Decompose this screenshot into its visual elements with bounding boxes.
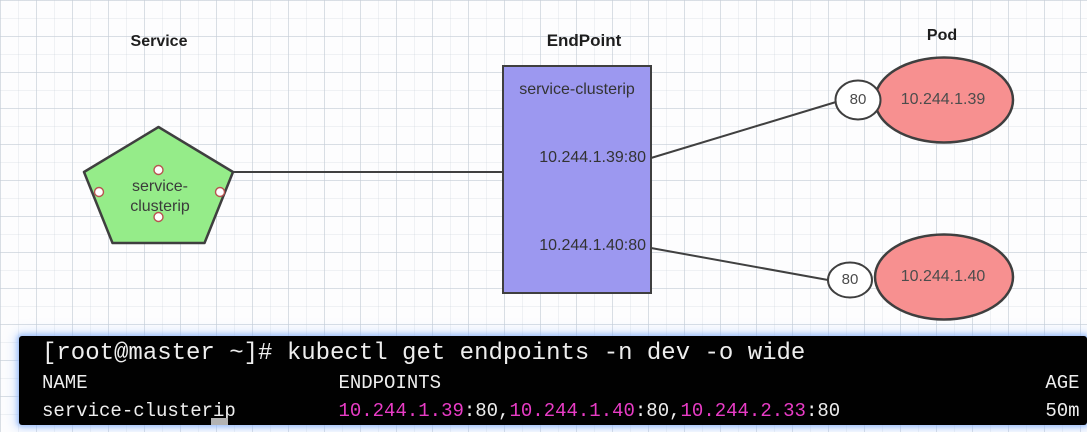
connector-endpoint-to-pod1[interactable]	[650, 101, 837, 159]
pod2-ellipse[interactable]	[873, 233, 1015, 321]
endpoint-row: 10.244.1.40:80	[539, 237, 646, 254]
service-section-title: Service	[130, 33, 188, 50]
endpoint-section-title: EndPoint	[546, 31, 622, 50]
pod1-port-label: 80	[849, 91, 867, 108]
connection-point	[153, 164, 164, 176]
endpoint-rect[interactable]	[502, 65, 652, 294]
connection-point	[214, 186, 226, 198]
terminal-window[interactable]: [root@master ~]# kubectl get endpoints -…	[19, 336, 1087, 425]
terminal-line: service-clusterip 10.244.1.39:80,10.244.…	[42, 400, 1080, 422]
connection-point	[153, 211, 164, 223]
terminal-cursor	[211, 418, 228, 425]
service-pentagon[interactable]	[82, 125, 235, 245]
service-node-label: service- clusterip	[130, 177, 190, 217]
port-badge-pod1[interactable]	[834, 79, 882, 121]
pod2-port-label: 80	[841, 271, 859, 288]
pod2-ip-label: 10.244.1.40	[900, 268, 986, 285]
terminal-body: [root@master ~]# kubectl get endpoints -…	[42, 339, 1087, 425]
pod1-ip-label: 10.244.1.39	[900, 91, 986, 108]
connection-point	[93, 186, 105, 198]
pod-section-title: Pod	[926, 27, 958, 44]
connector-endpoint-to-pod2[interactable]	[650, 247, 829, 281]
terminal-line: [root@master ~]# kubectl get endpoints -…	[42, 340, 806, 367]
service-node-label-line2: clusterip	[130, 198, 190, 215]
endpoint-row: 10.244.1.39:80	[539, 149, 646, 166]
endpoint-node-title: service-clusterip	[519, 81, 635, 98]
terminal-line: NAME ENDPOINTS AGE	[42, 372, 1080, 394]
port-badge-pod2[interactable]	[827, 261, 873, 299]
service-node-label-line1: service-	[131, 178, 189, 195]
